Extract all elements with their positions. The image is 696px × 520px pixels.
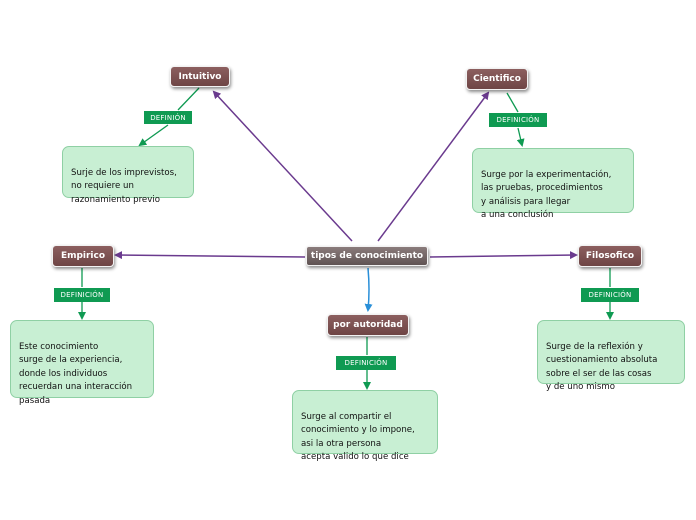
link-root-intuitivo: [212, 90, 353, 242]
filosofico-definition-tag: DEFINICIÓN: [581, 288, 639, 302]
branch-empirico[interactable]: Empirico: [52, 245, 114, 267]
link-root-cientifico: [377, 91, 490, 242]
link-cientifico-definition: [506, 92, 522, 145]
filosofico-definition-box: Surge de la reflexión y cuestionamiento …: [537, 320, 685, 392]
intuitivo-definition-box: Surje de los imprevistos, no requiere un…: [62, 146, 194, 205]
link-root-filosofico: [429, 251, 578, 260]
autoridad-definition-tag: DEFINICIÓN: [336, 356, 396, 370]
cientifico-definition-box: Surge por la experimentación, las prueba…: [472, 148, 634, 220]
filosofico-tag-label: DEFINICIÓN: [588, 291, 632, 299]
empirico-tag-label: DEFINICIÓN: [60, 291, 104, 299]
cientifico-definition-text: Surge por la experimentación, las prueba…: [481, 169, 612, 221]
branch-autoridad[interactable]: por autoridad: [327, 314, 409, 336]
branch-cientifico-label: Cientifico: [473, 74, 521, 84]
root-label: tipos de conocimiento: [310, 251, 424, 261]
branch-intuitivo-label: Intuitivo: [178, 71, 222, 82]
empirico-definition-box: Este conocimiento surge de la experienci…: [10, 320, 154, 406]
link-intuitivo-definition: [140, 87, 200, 145]
cientifico-definition-tag: DEFINICIÓN: [489, 113, 547, 127]
intuitivo-tag-label: DEFINIÓN: [150, 113, 186, 122]
filosofico-definition-text: Surge de la reflexión y cuestionamiento …: [546, 341, 658, 393]
autoridad-definition-text: Surge al compartir el conocimiento y lo …: [301, 411, 415, 463]
branch-filosofico[interactable]: Filosofico: [578, 245, 642, 267]
link-root-autoridad: [364, 267, 373, 312]
cientifico-tag-label: DEFINICIÓN: [496, 116, 540, 124]
autoridad-definition-box: Surge al compartir el conocimiento y lo …: [292, 390, 438, 462]
intuitivo-definition-text: Surje de los imprevistos, no requiere un…: [71, 167, 177, 205]
empirico-definition-tag: DEFINICIÓN: [54, 288, 110, 302]
branch-cientifico[interactable]: Cientifico: [466, 68, 528, 90]
branch-intuitivo[interactable]: Intuitivo: [170, 66, 230, 87]
branch-filosofico-label: Filosofico: [585, 251, 635, 261]
empirico-definition-text: Este conocimiento surge de la experienci…: [19, 341, 133, 406]
branch-empirico-label: Empirico: [60, 251, 106, 261]
autoridad-tag-label: DEFINICIÓN: [344, 359, 388, 367]
link-root-empirico: [114, 251, 306, 260]
root-node[interactable]: tipos de conocimiento: [306, 246, 428, 266]
branch-autoridad-label: por autoridad: [333, 320, 403, 330]
intuitivo-definition-tag: DEFINIÓN: [144, 111, 192, 124]
